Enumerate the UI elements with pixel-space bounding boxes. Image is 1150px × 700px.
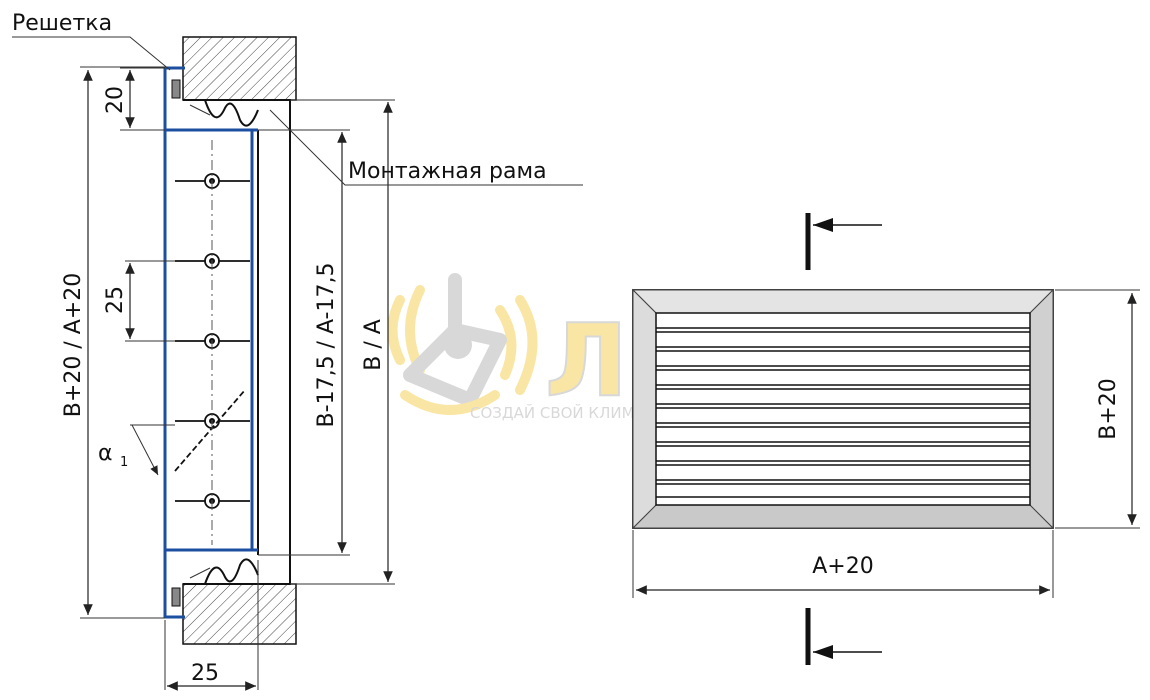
front-view: A+20 B+20 xyxy=(631,213,1140,665)
wall-top xyxy=(182,36,297,101)
grille-frame-bottom xyxy=(163,548,258,619)
mounting-frame-body xyxy=(183,99,291,585)
dim-top-20-label: 20 xyxy=(103,86,128,114)
arrow-left-icon xyxy=(813,645,833,659)
leader-mounting-frame xyxy=(269,109,583,186)
label-grille: Решетка xyxy=(12,11,112,36)
front-blades xyxy=(656,327,1030,498)
grille-opening xyxy=(655,312,1031,506)
angle-sub-label: 1 xyxy=(120,455,128,470)
blade-rotated xyxy=(174,389,246,472)
wall-bottom xyxy=(182,583,297,645)
dim-front-height-label: B+20 xyxy=(1096,378,1121,440)
angle-arc xyxy=(131,424,159,476)
dim-depth-label: 25 xyxy=(191,661,219,686)
leader-grille xyxy=(12,36,171,71)
angle-label: α xyxy=(98,441,113,466)
label-mounting-frame: Монтажная рама xyxy=(348,159,547,184)
blades xyxy=(174,140,250,545)
dim-pitch-label: 25 xyxy=(103,286,128,314)
dim-opening-label: B / A xyxy=(361,319,386,371)
section-view: α 1 B+20 / A+20 20 25 B-17,5 / A-17,5 B … xyxy=(12,11,583,691)
dim-outer-label: B+20 / A+20 xyxy=(61,273,86,417)
dim-front-width-label: A+20 xyxy=(812,554,873,579)
spring-top xyxy=(204,99,259,127)
grille-frame-top xyxy=(163,66,258,132)
dim-inner-label: B-17,5 / A-17,5 xyxy=(314,263,339,428)
spring-bottom xyxy=(204,558,259,585)
watermark-logo-icon xyxy=(387,273,538,415)
arrow-left-icon xyxy=(813,218,833,232)
